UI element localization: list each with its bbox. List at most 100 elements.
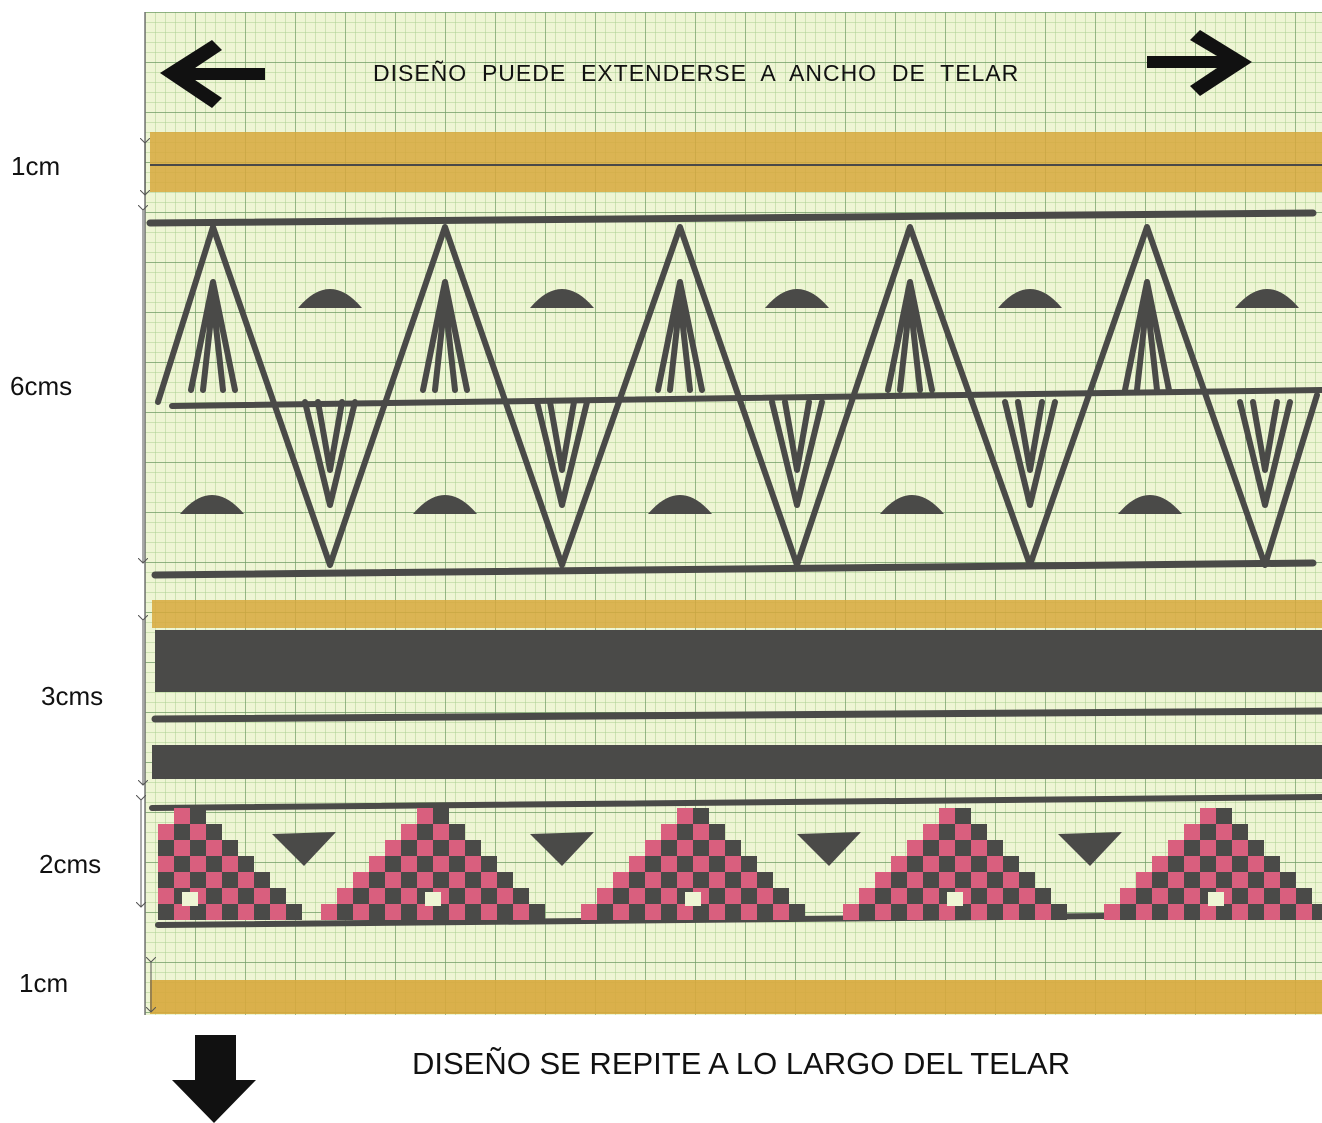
pyramid-cell: [1280, 904, 1296, 920]
pyramid-cell: [613, 904, 629, 920]
pyramid-cell: [190, 904, 206, 920]
pyramid-gap: [947, 892, 963, 906]
pyramid-cell: [1296, 888, 1312, 904]
pyramid-cell: [190, 872, 206, 888]
pyramid-cell: [238, 872, 254, 888]
pyramid-cell: [1248, 904, 1264, 920]
pyramid-cell: [741, 904, 757, 920]
pyramid-cell: [907, 872, 923, 888]
pyramid-cell: [1232, 824, 1248, 840]
pyramid-cell: [1152, 904, 1168, 920]
pyramid-cell: [337, 904, 353, 920]
pyramid-cell: [661, 888, 677, 904]
pyramid-cell: [1216, 856, 1232, 872]
pyramid-cell: [859, 888, 875, 904]
pyramid-cell: [693, 840, 709, 856]
pyramid-cell: [923, 904, 939, 920]
pyramid-cell: [222, 904, 238, 920]
pyramid-cell: [1296, 904, 1312, 920]
pyramid-cell: [891, 888, 907, 904]
pyramid-cell: [481, 904, 497, 920]
pyramid-cell: [939, 872, 955, 888]
pyramid-cell: [206, 904, 222, 920]
pyramid-cell: [891, 872, 907, 888]
pyramid-cell: [513, 888, 529, 904]
pyramid-cell: [971, 856, 987, 872]
pyramid-cell: [875, 904, 891, 920]
pyramid-cell: [1035, 904, 1051, 920]
pyramid-cell: [693, 904, 709, 920]
pyramid-cell: [1003, 888, 1019, 904]
pyramid-cell: [1216, 840, 1232, 856]
pyramid-cell: [955, 856, 971, 872]
pyramid-cell: [629, 888, 645, 904]
pyramid-cell: [1003, 872, 1019, 888]
pyramid-cell: [629, 904, 645, 920]
down-triangle: [530, 832, 594, 866]
pyramid-cell: [1168, 840, 1184, 856]
pyramid-cell: [1200, 872, 1216, 888]
pyramid-cell: [1216, 904, 1232, 920]
pyramid-cell: [661, 872, 677, 888]
pyramid-cell: [465, 872, 481, 888]
pyramid-cell: [1168, 872, 1184, 888]
pyramid-cell: [677, 872, 693, 888]
pyramid-cell: [613, 872, 629, 888]
pyramid-cell: [385, 872, 401, 888]
pyramid-cell: [337, 888, 353, 904]
pyramid-cell: [1200, 840, 1216, 856]
pyramid-cell: [174, 824, 190, 840]
pyramid-cell: [693, 808, 709, 824]
pyramid-cell: [254, 904, 270, 920]
pyramid-cell: [955, 808, 971, 824]
pyramid-cell: [238, 904, 254, 920]
arrow-left-icon: [160, 40, 265, 108]
pyramid-cell: [1248, 872, 1264, 888]
pyramid-cell: [353, 872, 369, 888]
pyramid-cell: [987, 840, 1003, 856]
small-triangle: [180, 495, 244, 514]
pyramid-cell: [987, 888, 1003, 904]
pyramid-cell: [401, 840, 417, 856]
pyramid-cell: [449, 856, 465, 872]
pyramid-cell: [939, 840, 955, 856]
pyramid-cell: [1184, 904, 1200, 920]
inner-a-motif: [188, 279, 238, 393]
pyramid-cell: [158, 872, 174, 888]
pyramid-cell: [597, 904, 613, 920]
dimension-markers: [141, 143, 151, 1012]
pyramid-gap: [1208, 892, 1224, 906]
pyramid-cell: [465, 888, 481, 904]
pyramid-cell: [206, 824, 222, 840]
pyramid-cell: [1232, 856, 1248, 872]
pyramid-cell: [254, 888, 270, 904]
pyramid-cell: [581, 904, 597, 920]
pyramid-cell: [1136, 904, 1152, 920]
pyramid-cell: [433, 872, 449, 888]
pyramid-cell: [907, 888, 923, 904]
pyramid-cell: [497, 904, 513, 920]
down-triangle: [1058, 832, 1122, 866]
pyramid-cell: [206, 840, 222, 856]
pyramid-cell: [190, 840, 206, 856]
band-zigzag-triangles: [146, 209, 1322, 579]
pyramid-cell: [971, 904, 987, 920]
pyramid-cell: [923, 888, 939, 904]
small-triangle: [765, 289, 829, 308]
pyramid-cell: [353, 904, 369, 920]
pyramid-cell: [449, 840, 465, 856]
pyramid-cell: [1264, 856, 1280, 872]
pyramid-cell: [677, 856, 693, 872]
pyramid-cell: [613, 888, 629, 904]
band-label-6cms: 6cms: [10, 371, 73, 401]
band-stepped-pyramids: [149, 794, 1322, 928]
top-caption: DISEÑO PUEDE EXTENDERSE A ANCHO DE TELAR: [373, 60, 1020, 86]
pyramid-cell: [190, 856, 206, 872]
pyramid-cell: [222, 872, 238, 888]
pyramid-cell: [757, 872, 773, 888]
pyramid-cell: [1003, 856, 1019, 872]
pyramid-cell: [1152, 856, 1168, 872]
small-triangle: [880, 495, 944, 514]
pyramid-cell: [174, 840, 190, 856]
